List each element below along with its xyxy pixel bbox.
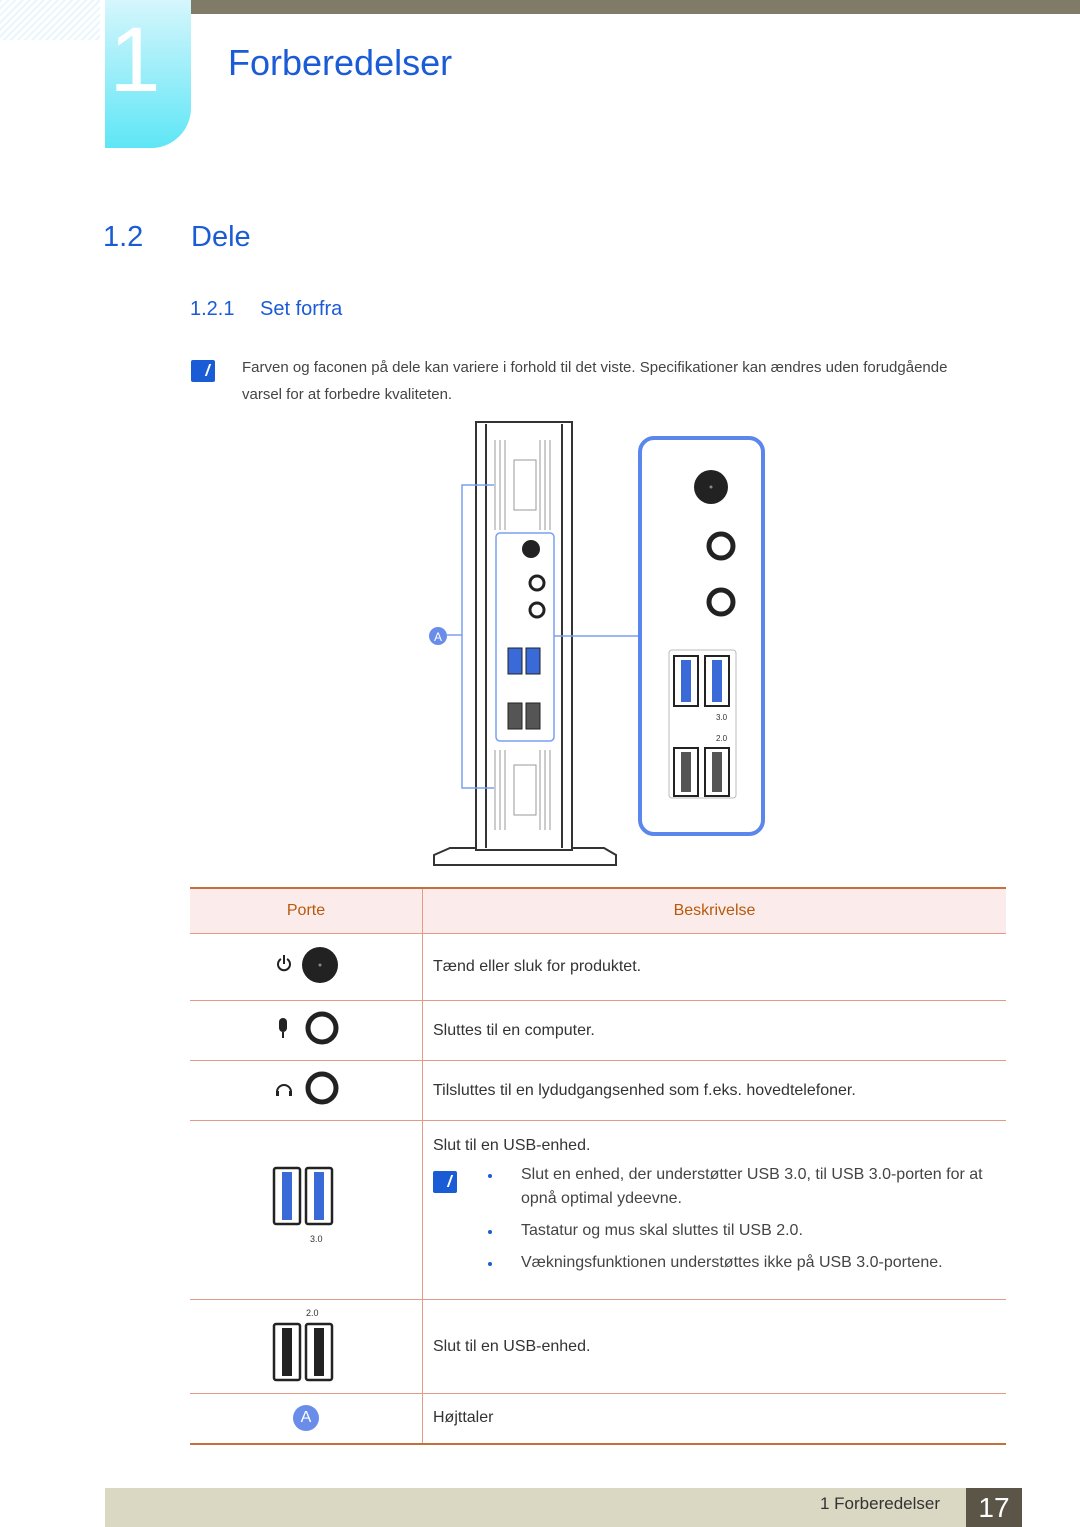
note-icon xyxy=(191,360,215,382)
row-desc: Højttaler xyxy=(422,1393,1006,1445)
speaker-badge: A xyxy=(293,1405,319,1432)
port-cell: 3.0 xyxy=(190,1120,423,1300)
row-desc: Slut til en USB-enhed. xyxy=(433,1137,591,1154)
table-header-row: Porte Beskrivelse xyxy=(190,887,1006,934)
table-row: Sluttes til en computer. xyxy=(190,1000,1006,1061)
ports-table: Porte Beskrivelse Tænd eller sluk for pr… xyxy=(190,887,1006,1445)
list-item: Slut en enhed, der understøtter USB 3.0,… xyxy=(433,1163,1005,1211)
power-icon xyxy=(277,946,338,983)
list-item: Vækningsfunktionen understøttes ikke på … xyxy=(433,1251,1005,1275)
chapter-tab xyxy=(105,0,191,148)
header-bar xyxy=(190,0,1080,14)
port-cell xyxy=(190,1000,423,1061)
footer-band xyxy=(105,1488,975,1527)
footer-chapter: 1 Forberedelser xyxy=(820,1494,941,1513)
subsection-number: 1.2.1 xyxy=(190,298,235,320)
usb-note-list: Slut en enhed, der understøtter USB 3.0,… xyxy=(433,1163,1005,1275)
diagram-usb2-label: 2.0 xyxy=(716,734,728,743)
row-desc-cell: Slut til en USB-enhed. Slut en enhed, de… xyxy=(422,1120,1006,1300)
section-number: 1.2 xyxy=(103,221,144,253)
table-row: Tænd eller sluk for produktet. xyxy=(190,933,1006,1001)
usb3-icon: 3.0 xyxy=(272,1166,334,1244)
subsection-title: Set forfra xyxy=(260,298,343,320)
table-row: 2.0 Slut til en USB-enhed. xyxy=(190,1299,1006,1394)
note-icon xyxy=(433,1171,457,1193)
table-row: A Højttaler xyxy=(190,1393,1006,1445)
product-front-diagram: A 3.0 2.0 xyxy=(429,421,765,866)
page-number: 17 xyxy=(966,1488,1022,1527)
usb3-label: 3.0 xyxy=(310,1234,323,1244)
microphone-icon xyxy=(279,1011,339,1045)
note-text: Farven og faconen på dele kan variere i … xyxy=(242,359,948,403)
diagram-usb3-label: 3.0 xyxy=(716,713,728,722)
row-desc: Slut til en USB-enhed. xyxy=(422,1299,1006,1394)
port-cell xyxy=(190,1060,423,1121)
callout-a: A xyxy=(434,630,442,644)
usb2-icon: 2.0 xyxy=(272,1308,334,1382)
chapter-title: Forberedelser xyxy=(228,42,453,83)
table-row: Tilsluttes til en lydudgangsenhed som f.… xyxy=(190,1060,1006,1121)
port-cell xyxy=(190,933,423,1001)
col-header-porte: Porte xyxy=(190,887,423,934)
row-desc: Tænd eller sluk for produktet. xyxy=(422,933,1006,1001)
section-heading: 1.2 Dele xyxy=(103,221,251,254)
port-cell: 2.0 xyxy=(190,1299,423,1394)
port-cell: A xyxy=(190,1393,423,1445)
list-item: Tastatur og mus skal sluttes til USB 2.0… xyxy=(433,1219,1005,1243)
chapter-number: 1 xyxy=(109,9,161,111)
row-desc: Tilsluttes til en lydudgangsenhed som f.… xyxy=(422,1060,1006,1121)
table-row: 3.0 Slut til en USB-enhed. Slut en enhed… xyxy=(190,1120,1006,1300)
corner-hatch xyxy=(0,0,100,40)
usb2-label: 2.0 xyxy=(306,1308,319,1318)
col-header-beskrivelse: Beskrivelse xyxy=(422,887,1006,934)
headphones-icon xyxy=(276,1071,339,1105)
row-desc: Sluttes til en computer. xyxy=(422,1000,1006,1061)
section-title: Dele xyxy=(191,221,251,253)
subsection-heading: 1.2.1 Set forfra xyxy=(190,298,342,321)
